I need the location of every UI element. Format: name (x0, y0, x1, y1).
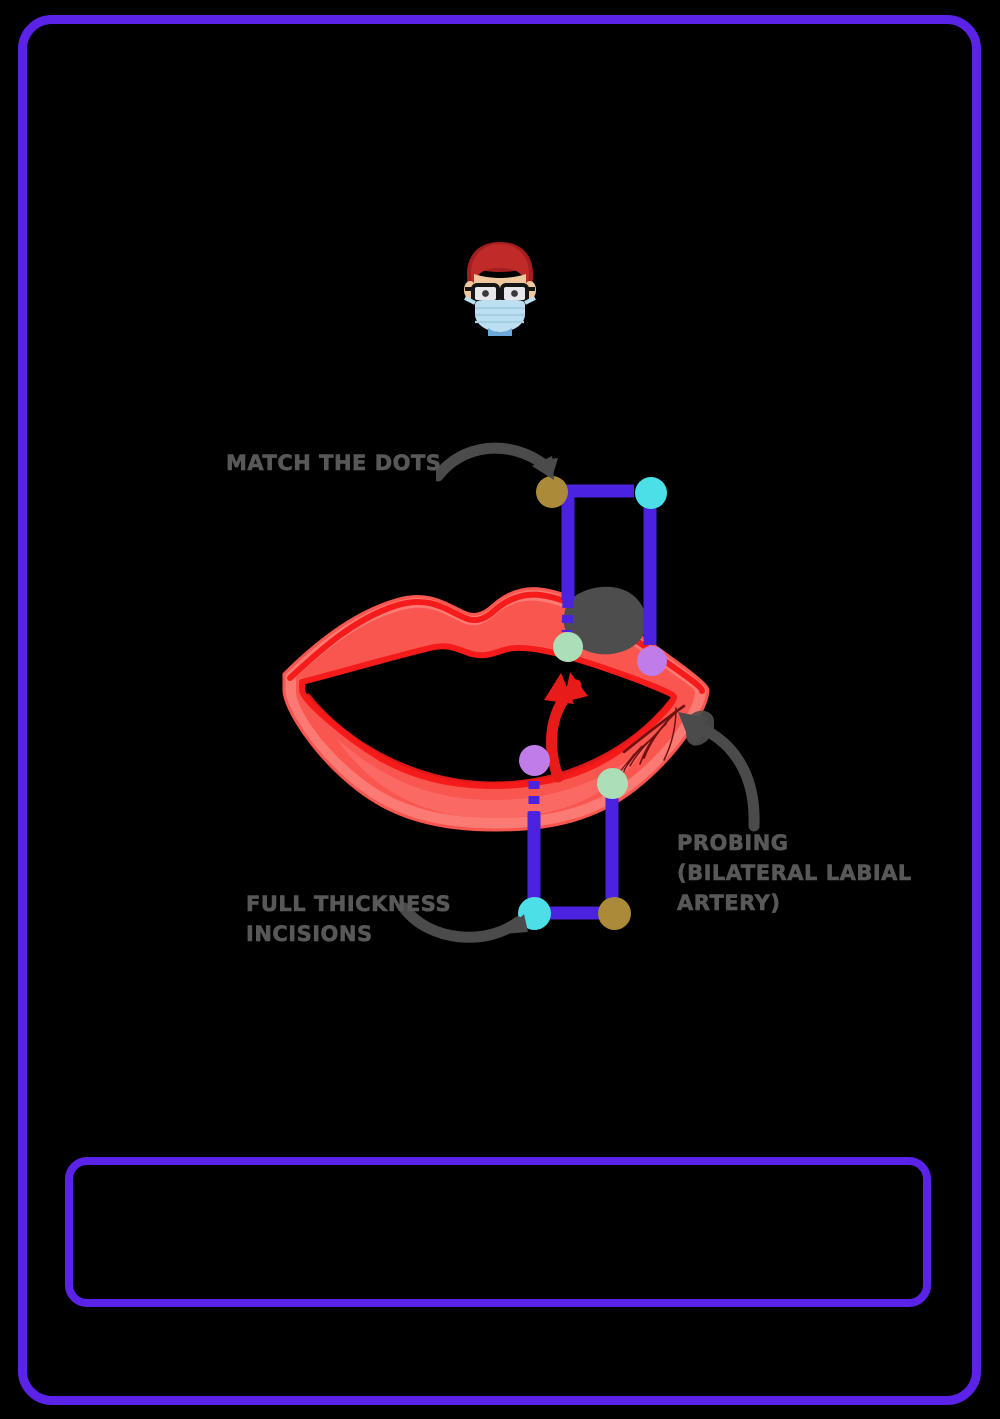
dot-low-left-violet[interactable] (519, 745, 550, 776)
curved-arrow-to-probing-icon (668, 698, 782, 832)
label-probing-bilateral-labial-artery: PROBING (BILATERAL LABIAL ARTERY) (677, 831, 912, 915)
dot-top-left-gold[interactable] (536, 476, 568, 508)
red-curved-arrow-icon (544, 672, 588, 783)
dot-mid-left-mint[interactable] (553, 632, 583, 662)
label-full-thickness-incisions: FULL THICKNESS INCISIONS (246, 892, 452, 946)
curved-arrow-to-dots-icon (432, 436, 576, 502)
curved-arrow-to-incisions-icon (398, 900, 540, 952)
lips-illustration (278, 578, 715, 834)
answer-box-text (73, 1165, 923, 1193)
answer-box[interactable] (65, 1157, 931, 1307)
dot-low-right-mint[interactable] (597, 768, 628, 799)
label-match-the-dots: MATCH THE DOTS (226, 451, 442, 476)
dot-top-right-cyan[interactable] (635, 477, 667, 509)
dot-mid-right-violet[interactable] (637, 646, 667, 676)
man-health-worker-emoji (455, 238, 545, 336)
dot-bottom-right-gold[interactable] (598, 897, 631, 930)
